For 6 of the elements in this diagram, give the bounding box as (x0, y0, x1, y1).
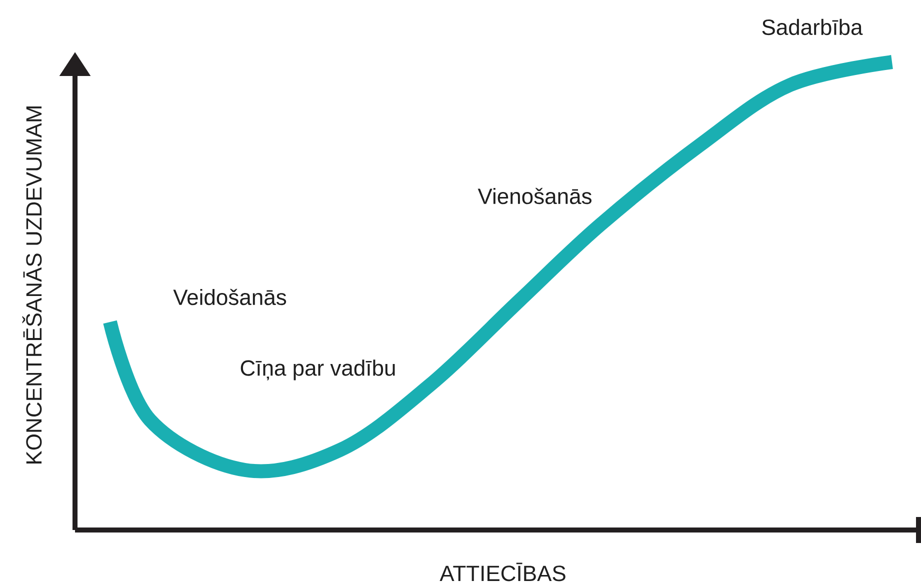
axis-label: ATTIECĪBAS (440, 562, 566, 582)
axis-label: KONCENTRĒŠANĀS UZDEVUMAM (22, 106, 42, 464)
stage-label: Cīņa par vadību (240, 360, 395, 380)
stage-label: Sadarbība (762, 18, 863, 36)
stage-label: Veidošanās (173, 288, 286, 306)
stage-label: Vienošanās (478, 188, 592, 204)
